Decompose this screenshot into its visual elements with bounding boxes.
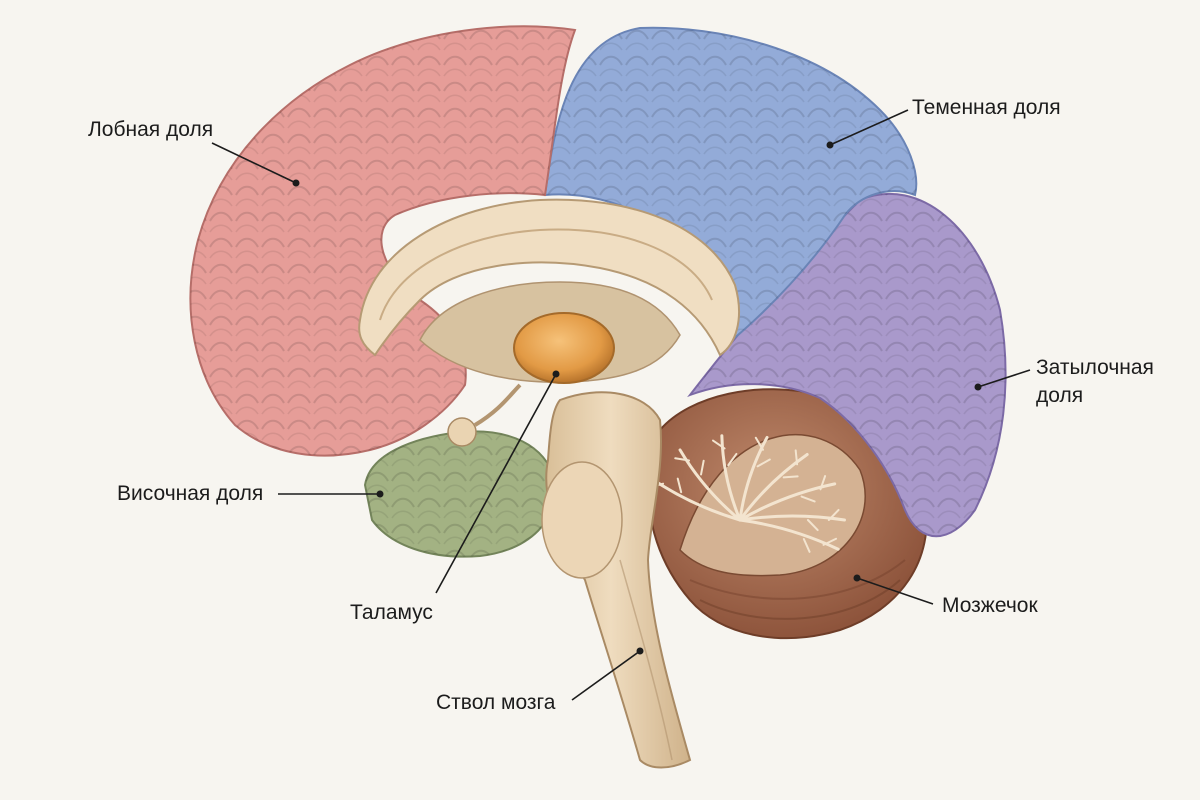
arbor-vitae-twig [802, 538, 811, 553]
arbor-vitae-branch [720, 434, 742, 522]
frontal-lobe-label: Лобная доля [88, 118, 214, 141]
cerebellum-shape [648, 388, 928, 640]
thalamus-leader-line [435, 373, 557, 594]
arbor-vitae-twig [711, 439, 726, 450]
parietal-leader-line [829, 109, 909, 146]
arbor-vitae-branch [738, 518, 840, 551]
brainstem-label: Ствол мозга [436, 691, 556, 714]
thalamus-shape [513, 312, 615, 384]
frontal-leader-line [211, 142, 297, 184]
occipital-lobe-label-line1: Затылочная [1036, 356, 1154, 379]
brainstem-leader-line [571, 650, 641, 701]
cerebellum-leader-dot [853, 574, 861, 582]
parietal-lobe-label: Теменная доля [912, 96, 1061, 119]
arbor-vitae-twig [794, 449, 799, 466]
arbor-vitae-branch [738, 482, 837, 522]
arbor-vitae-twig [827, 508, 840, 521]
arbor-vitae-twig [676, 477, 683, 494]
leader-lines [211, 109, 1031, 701]
arbor-vitae-branch [738, 435, 769, 522]
cerebellum-leader-line [856, 577, 934, 605]
arbor-vitae-twig [727, 452, 738, 467]
thalamus-leader-dot [552, 370, 560, 378]
arbor-vitae-twig [806, 519, 819, 532]
cerebellum-label: Мозжечок [942, 594, 1038, 617]
occipital-leader-dot [974, 383, 982, 391]
arbor-vitae-twig [819, 475, 827, 491]
arbor-vitae-branch [738, 453, 809, 522]
brainstem-leader-dot [636, 647, 644, 655]
occipital-leader-line [977, 369, 1031, 388]
leader-dots [292, 141, 982, 655]
arbor-vitae-twig [756, 458, 771, 468]
temporal-leader-dot [376, 490, 384, 498]
thalamus-label: Таламус [350, 601, 433, 624]
arbor-vitae-branch [738, 514, 846, 522]
arbor-vitae-twig [782, 475, 799, 479]
arbor-vitae-twig [822, 537, 838, 546]
occipital-lobe-label-line2: доля [1036, 384, 1084, 407]
frontal-leader-dot [292, 179, 300, 187]
temporal-lobe-label: Височная доля [117, 482, 264, 505]
arbor-vitae-twig [754, 436, 764, 451]
arbor-vitae-twig [674, 457, 691, 462]
arbor-vitae-twig [800, 495, 816, 503]
parietal-leader-dot [826, 141, 834, 149]
arbor-vitae-branch [678, 448, 742, 522]
arbor-vitae-twig [700, 459, 705, 476]
